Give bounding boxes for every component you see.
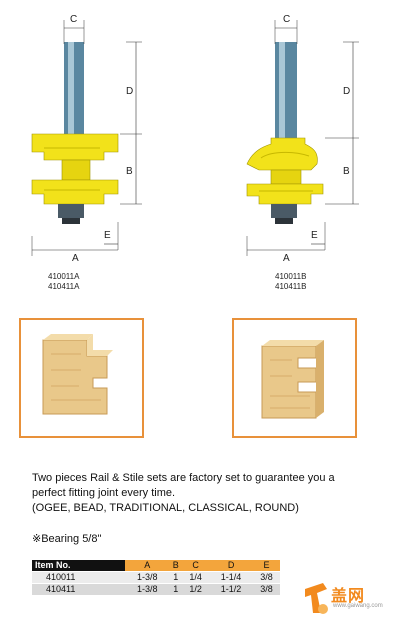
dim-c-label: C: [70, 14, 78, 25]
table-row: 410011 1-3/8 1 1/4 1-1/4 3/8: [32, 570, 280, 583]
dim-d-label: D: [343, 86, 351, 97]
router-bit-drawing-a: [31, 20, 142, 256]
dim-d-label: D: [126, 86, 134, 97]
table-cell: 1: [169, 570, 183, 583]
logo-mark-icon: [305, 583, 328, 614]
column-header: A: [125, 560, 170, 571]
column-header: B: [169, 560, 183, 571]
table-cell: 1-1/4: [209, 570, 254, 583]
table-row: 410411 1-3/8 1 1/2 1-1/2 3/8: [32, 582, 280, 595]
column-header: C: [182, 560, 210, 571]
dim-b-label: B: [126, 166, 133, 177]
router-bit-diagram-a: C D B E A 410011A 410411A: [0, 0, 200, 300]
dim-e-label: E: [104, 230, 111, 241]
model-line-2: 410411B: [275, 282, 307, 291]
watermark-subtext: www.gaiwang.com: [333, 603, 383, 609]
dim-e-label: E: [311, 230, 318, 241]
table-header-row: Item No. A B C D E: [32, 560, 280, 571]
table-cell: 3/8: [253, 582, 280, 595]
table-cell: 1-3/8: [125, 582, 170, 595]
model-line-1: 410011A: [48, 272, 80, 281]
router-bit-diagram-b: C D B E A 410011B 410411B: [201, 0, 401, 300]
wood-joint-drawing-b: [261, 340, 324, 419]
watermark-text: 盖网: [331, 586, 366, 605]
table-cell: 1: [169, 582, 183, 595]
dim-a-label: A: [283, 253, 290, 264]
model-number-a: 410011A 410411A: [48, 272, 79, 292]
table-cell: 3/8: [253, 570, 280, 583]
description-line-3: (OGEE, BEAD, TRADITIONAL, CLASSICAL, ROU…: [32, 502, 299, 514]
watermark-logo: 盖网 www.gaiwang.com: [301, 579, 399, 619]
joint-profile-image-b: [232, 318, 357, 438]
joint-profile-image-a: [19, 318, 144, 438]
description-line-1: Two pieces Rail & Stile sets are factory…: [32, 472, 335, 484]
dim-b-label: B: [343, 166, 350, 177]
spec-table: Item No. A B C D E 410011 1-3/8 1 1/4 1-…: [32, 560, 280, 595]
router-bit-drawing-b: [246, 20, 359, 256]
table-cell: 1/2: [182, 582, 210, 595]
table-cell: 410411: [32, 582, 126, 595]
product-description: Two pieces Rail & Stile sets are factory…: [32, 471, 382, 516]
model-line-1: 410011B: [275, 272, 307, 281]
table-cell: 1/4: [182, 570, 210, 583]
model-line-2: 410411A: [48, 282, 80, 291]
bearing-note: ※Bearing 5/8": [32, 533, 102, 545]
model-number-b: 410011B 410411B: [275, 272, 306, 292]
column-header: Item No.: [32, 560, 126, 571]
column-header: D: [209, 560, 254, 571]
column-header: E: [253, 560, 280, 571]
wood-joint-drawing-a: [42, 334, 113, 415]
description-line-2: perfect fitting joint every time.: [32, 487, 176, 499]
table-cell: 1-3/8: [125, 570, 170, 583]
table-cell: 1-1/2: [209, 582, 254, 595]
dim-a-label: A: [72, 253, 79, 264]
dim-c-label: C: [283, 14, 291, 25]
table-cell: 410011: [32, 570, 126, 583]
